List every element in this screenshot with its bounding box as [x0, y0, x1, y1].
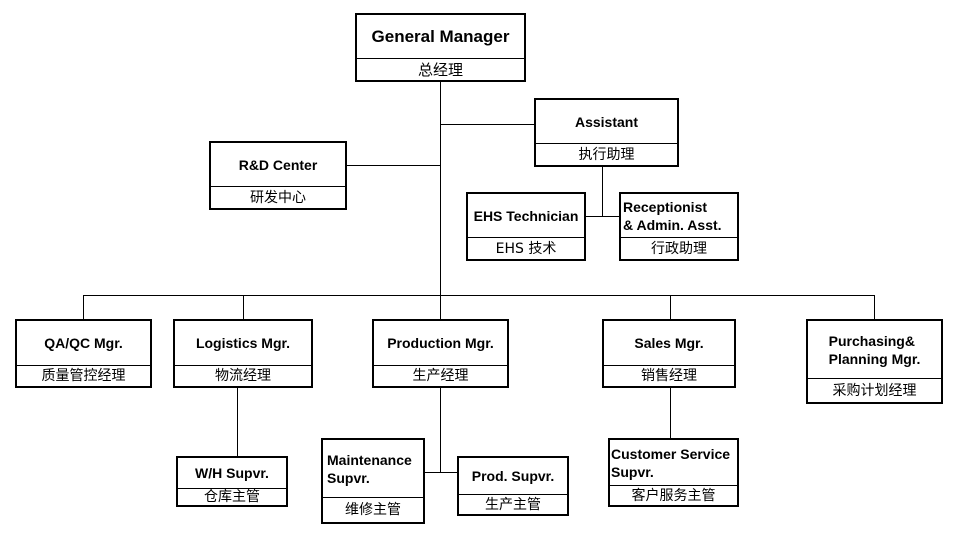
node-logistics-mgr: Logistics Mgr. 物流经理 [173, 319, 313, 388]
node-maintenance-supvr: Maintenance Supvr. 维修主管 [321, 438, 425, 524]
node-general-manager: General Manager 总经理 [355, 13, 526, 82]
node-title: Receptionist & Admin. Asst. [623, 198, 722, 233]
node-subtitle: 总经理 [417, 60, 463, 79]
node-rd-center: R&D Center 研发中心 [209, 141, 347, 210]
node-subtitle: 质量管控经理 [41, 368, 126, 384]
node-qaqc-mgr: QA/QC Mgr. 质量管控经理 [15, 319, 152, 388]
node-subtitle: 研发中心 [250, 189, 306, 206]
node-title: QA/QC Mgr. [44, 335, 123, 351]
node-subtitle: EHS 技术 [495, 240, 557, 257]
node-subtitle: 销售经理 [641, 368, 697, 384]
node-title: Customer Service Supvr. [611, 445, 731, 480]
node-title: Production Mgr. [387, 335, 494, 351]
node-production-mgr: Production Mgr. 生产经理 [372, 319, 509, 388]
node-ehs-technician: EHS Technician EHS 技术 [466, 192, 586, 261]
node-assistant: Assistant 执行助理 [534, 98, 679, 167]
node-subtitle: 生产经理 [412, 368, 469, 384]
node-subtitle: 物流经理 [215, 368, 271, 384]
node-subtitle: 客户服务主管 [631, 487, 716, 504]
node-receptionist: Receptionist & Admin. Asst. 行政助理 [619, 192, 739, 261]
node-title: W/H Supvr. [195, 465, 269, 481]
node-title: Sales Mgr. [634, 335, 704, 351]
node-purchasing-mgr: Purchasing& Planning Mgr. 采购计划经理 [806, 319, 943, 404]
node-title: Purchasing& Planning Mgr. [828, 332, 921, 367]
node-subtitle: 执行助理 [578, 146, 635, 163]
node-wh-supvr: W/H Supvr. 仓库主管 [176, 456, 288, 507]
node-title: EHS Technician [473, 207, 579, 224]
node-prod-supvr: Prod. Supvr. 生产主管 [457, 456, 569, 516]
node-sales-mgr: Sales Mgr. 销售经理 [602, 319, 736, 388]
node-title: Logistics Mgr. [195, 335, 291, 351]
node-subtitle: 采购计划经理 [832, 382, 917, 399]
node-subtitle: 维修主管 [345, 502, 401, 518]
node-title: General Manager [371, 26, 510, 46]
node-subtitle: 行政助理 [651, 240, 707, 257]
node-title: Assistant [574, 113, 639, 130]
node-title: Maintenance Supvr. [327, 451, 412, 486]
node-customer-service-supvr: Customer Service Supvr. 客户服务主管 [608, 438, 739, 507]
node-title: R&D Center [238, 156, 318, 173]
node-subtitle: 仓库主管 [204, 489, 260, 505]
node-title: Prod. Supvr. [471, 468, 555, 484]
node-subtitle: 生产主管 [485, 496, 541, 513]
